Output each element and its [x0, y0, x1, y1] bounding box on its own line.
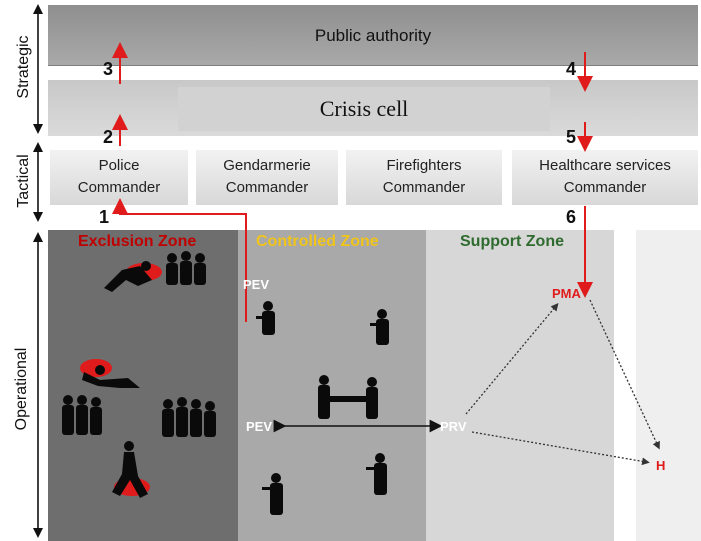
step-5: 5	[566, 127, 577, 147]
gendarmerie-commander-line1: Gendarmerie	[223, 157, 311, 174]
team-group-left	[62, 395, 102, 435]
team-group-top	[166, 251, 206, 285]
controlled-zone-title: Controlled Zone	[256, 233, 379, 250]
prv-label: PRV	[440, 419, 467, 434]
support-zone-title: Support Zone	[460, 233, 564, 250]
victim-standing-bottom	[112, 452, 148, 498]
triage-arrows	[465, 299, 660, 466]
healthcare-commander-line1: Healthcare services	[539, 157, 671, 174]
hospital-zone	[636, 230, 701, 541]
pev-mid-label: PEV	[246, 419, 272, 434]
crisis-cell-label: Crisis cell	[319, 96, 409, 121]
public-authority-label: Public authority	[314, 26, 432, 45]
gendarmerie-commander-box: Gendarmerie Commander	[196, 150, 338, 205]
pma-label: PMA	[552, 286, 582, 301]
support-zone	[426, 230, 614, 541]
step-2: 2	[103, 127, 114, 147]
step-4: 4	[566, 59, 577, 79]
gendarmerie-commander-line2: Commander	[225, 179, 309, 196]
soldier-1	[256, 301, 275, 335]
tactical-axis	[33, 142, 43, 222]
soldier-2	[370, 309, 389, 345]
team-group-right	[162, 397, 216, 437]
step-1: 1	[99, 207, 110, 227]
victim-lying-top	[104, 266, 152, 292]
stretcher-bearers	[318, 375, 378, 419]
firefighters-commander-line2: Commander	[382, 179, 466, 196]
police-commander-line2: Commander	[77, 179, 161, 196]
firefighters-commander-box: Firefighters Commander	[346, 150, 502, 205]
healthcare-commander-line2: Commander	[563, 179, 647, 196]
pev-top-label: PEV	[243, 277, 269, 292]
step-3: 3	[103, 59, 114, 79]
police-commander-line1: Police	[98, 157, 140, 174]
soldier-4	[366, 453, 387, 495]
soldier-3	[262, 473, 283, 515]
healthcare-commander-box: Healthcare services Commander	[512, 150, 698, 205]
escalation-arrows	[112, 42, 247, 322]
step-6: 6	[566, 207, 577, 227]
public-authority-bar	[48, 5, 698, 66]
hospital-label: H	[656, 458, 665, 473]
operational-axis	[33, 232, 43, 538]
responder-silhouettes	[62, 251, 389, 515]
victim-lying-mid	[82, 372, 140, 388]
crisis-cell-inner	[178, 87, 550, 131]
police-commander-box: Police Commander	[50, 150, 188, 205]
strategic-axis	[33, 4, 43, 134]
exclusion-zone-title: Exclusion Zone	[78, 233, 197, 250]
firefighters-commander-line1: Firefighters	[386, 157, 462, 174]
zone-separator	[614, 230, 636, 541]
